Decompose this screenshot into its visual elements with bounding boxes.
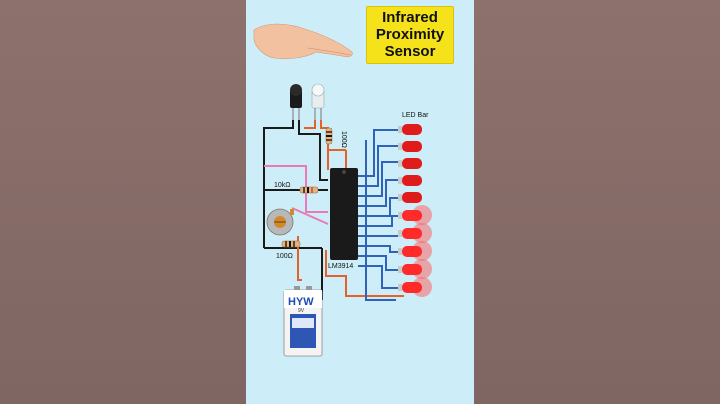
title-badge: Infrared Proximity Sensor	[366, 6, 454, 64]
title-line-1: Infrared	[382, 9, 438, 26]
led-bar-label: LED Bar	[402, 112, 429, 119]
led-icon	[398, 259, 432, 279]
resistor-top-label: 100Ω	[340, 131, 347, 148]
led-icon	[398, 141, 422, 152]
potentiometer-icon	[266, 208, 294, 236]
resistor-icon	[325, 127, 333, 145]
led-icon	[398, 124, 422, 135]
led-icon	[398, 205, 432, 225]
circuit-panel: 100Ω LM3914 10kΩ	[246, 0, 474, 404]
resistor-bot-label: 100Ω	[276, 253, 293, 260]
led-icon	[398, 175, 422, 186]
battery-brand: HYW	[288, 296, 314, 308]
ic-chip-icon	[330, 168, 358, 260]
blue-wires	[358, 129, 402, 301]
led-icon	[398, 223, 432, 243]
led-icon	[398, 241, 432, 261]
ic-label: LM3914	[328, 263, 353, 270]
photodiode-icon	[311, 83, 325, 120]
resistor-mid-label: 10kΩ	[274, 182, 291, 189]
hand-icon	[253, 23, 353, 60]
title-line-2: Proximity	[375, 26, 445, 43]
led-icon	[398, 158, 422, 169]
battery-sub: 9V	[298, 308, 305, 314]
title-line-3: Sensor	[384, 43, 436, 60]
led-bar	[398, 124, 432, 297]
ir-led-icon	[290, 84, 302, 120]
left-blur-panel	[0, 0, 246, 404]
circuit-diagram: 100Ω LM3914 10kΩ	[246, 0, 474, 404]
right-blur-panel	[474, 0, 720, 404]
led-icon	[398, 192, 422, 203]
battery-icon	[283, 286, 323, 357]
resistor-icon	[299, 186, 319, 194]
resistor-icon	[281, 240, 301, 248]
led-icon	[398, 277, 432, 297]
